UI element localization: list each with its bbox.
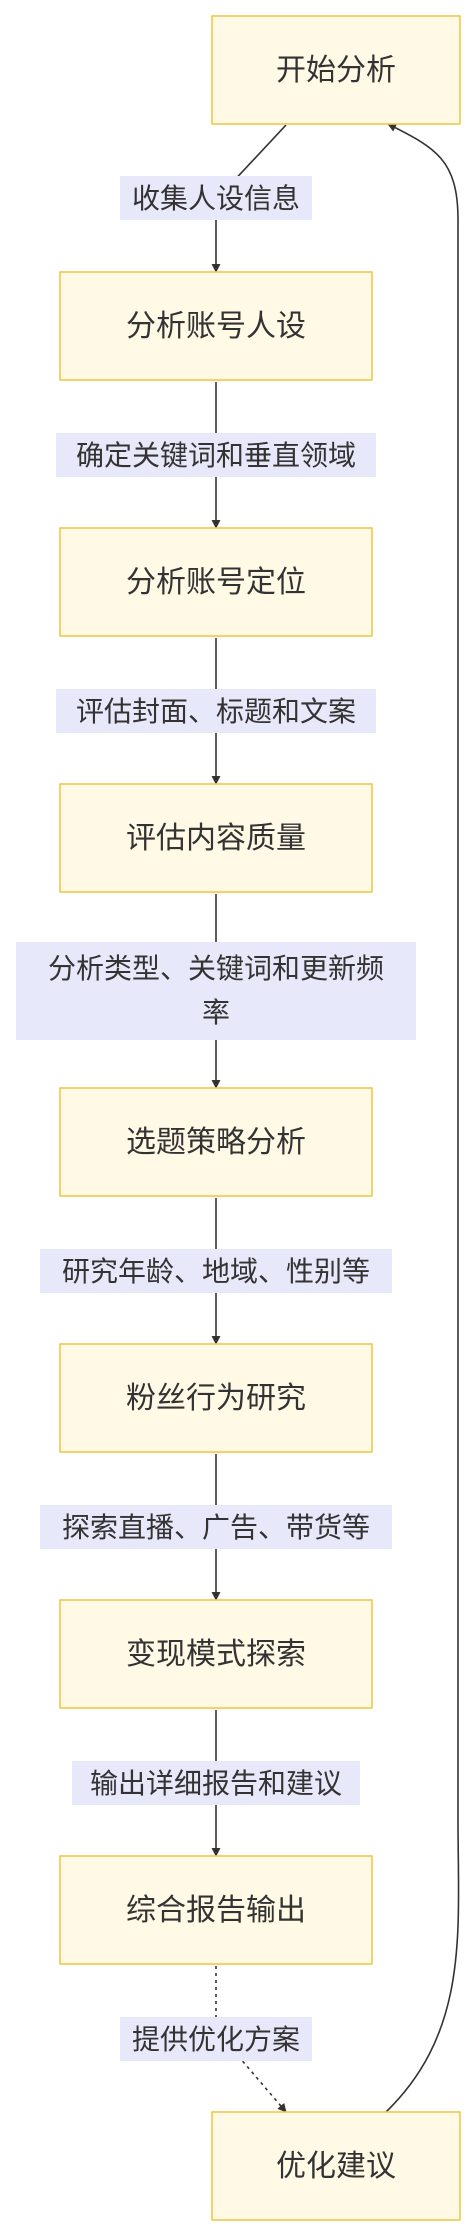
svg-text:分析类型、关键词和更新频: 分析类型、关键词和更新频 bbox=[48, 952, 384, 985]
node-account-persona: 分析账号人设 bbox=[59, 271, 373, 381]
svg-text:确定关键词和垂直领域: 确定关键词和垂直领域 bbox=[76, 439, 356, 472]
svg-text:提供优化方案: 提供优化方案 bbox=[132, 2023, 300, 2056]
node-report-output: 综合报告输出 bbox=[59, 1855, 373, 1965]
edge-label-research: 研究年龄、地域、性别等 bbox=[40, 1249, 392, 1293]
node-optimization: 优化建议 bbox=[211, 2111, 461, 2221]
svg-text:率: 率 bbox=[202, 996, 230, 1029]
edge-optimize-to-start bbox=[385, 123, 460, 2113]
svg-text:优化建议: 优化建议 bbox=[276, 2149, 396, 2184]
edge-label-keywords: 确定关键词和垂直领域 bbox=[56, 433, 376, 477]
edge-label-explore: 探索直播、广告、带货等 bbox=[40, 1505, 392, 1549]
node-topic-strategy: 选题策略分析 bbox=[59, 1087, 373, 1197]
svg-text:变现模式探索: 变现模式探索 bbox=[126, 1637, 306, 1672]
svg-text:评估封面、标题和文案: 评估封面、标题和文案 bbox=[76, 695, 356, 728]
edge-label-analyze-type: 分析类型、关键词和更新频 率 bbox=[16, 942, 416, 1040]
edge-label-provide: 提供优化方案 bbox=[120, 2017, 312, 2061]
node-monetization: 变现模式探索 bbox=[59, 1599, 373, 1709]
svg-text:研究年龄、地域、性别等: 研究年龄、地域、性别等 bbox=[62, 1255, 370, 1288]
svg-text:评估内容质量: 评估内容质量 bbox=[126, 821, 306, 856]
svg-text:分析账号定位: 分析账号定位 bbox=[126, 565, 306, 600]
svg-text:开始分析: 开始分析 bbox=[276, 53, 396, 88]
node-fan-behavior: 粉丝行为研究 bbox=[59, 1343, 373, 1453]
svg-text:探索直播、广告、带货等: 探索直播、广告、带货等 bbox=[62, 1511, 370, 1544]
node-content-quality: 评估内容质量 bbox=[59, 783, 373, 893]
svg-text:综合报告输出: 综合报告输出 bbox=[126, 1893, 306, 1928]
edge-label-output: 输出详细报告和建议 bbox=[72, 1761, 360, 1805]
svg-text:粉丝行为研究: 粉丝行为研究 bbox=[126, 1381, 306, 1416]
svg-text:收集人设信息: 收集人设信息 bbox=[132, 182, 300, 215]
svg-text:选题策略分析: 选题策略分析 bbox=[126, 1125, 306, 1160]
node-account-positioning: 分析账号定位 bbox=[59, 527, 373, 637]
svg-text:分析账号人设: 分析账号人设 bbox=[126, 309, 306, 344]
edge-label-collect: 收集人设信息 bbox=[120, 176, 312, 220]
svg-text:输出详细报告和建议: 输出详细报告和建议 bbox=[90, 1767, 342, 1800]
node-start-analysis: 开始分析 bbox=[211, 15, 461, 125]
edge-label-evaluate: 评估封面、标题和文案 bbox=[56, 689, 376, 733]
